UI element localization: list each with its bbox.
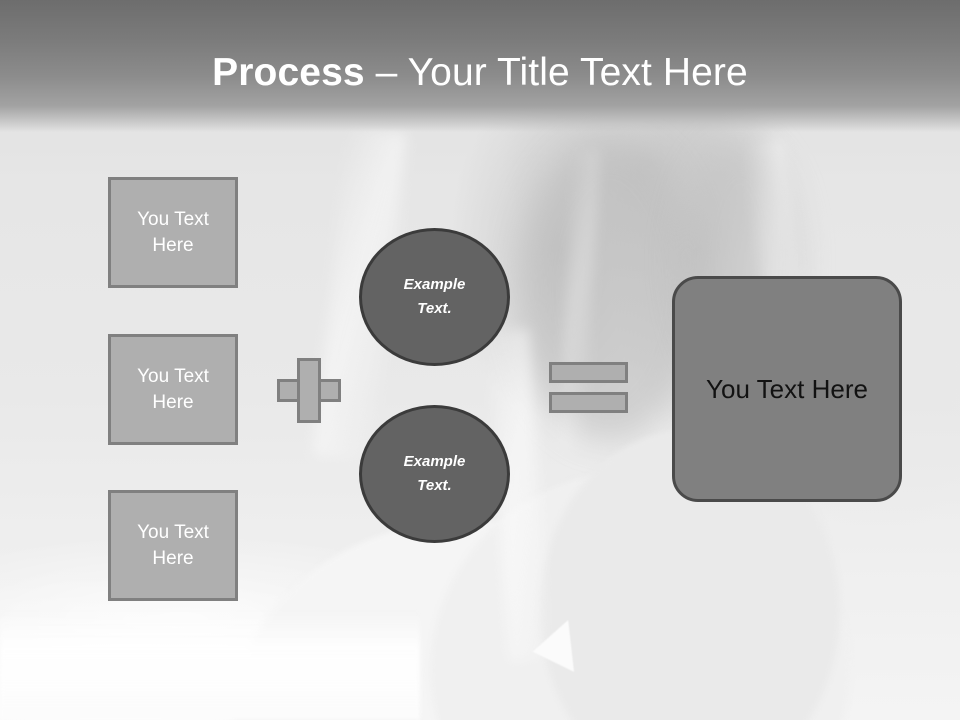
page-title: Process – Your Title Text Here [0, 50, 960, 96]
equals-icon-bottom-bar [549, 392, 628, 413]
plus-icon-center-fill [300, 382, 318, 399]
equals-icon [549, 362, 628, 413]
page-title-remainder: Your Title Text Here [407, 51, 748, 94]
equals-icon-top-bar [549, 362, 628, 383]
page-title-separator: – [364, 51, 408, 94]
plus-icon [277, 358, 341, 423]
result-box[interactable]: You Text Here [672, 276, 902, 502]
title-banner [0, 0, 960, 132]
page-title-bold-part: Process [212, 51, 365, 94]
result-box-label: You Text Here [706, 374, 868, 404]
background-shadow-shape [520, 140, 700, 440]
background-floor-highlight [0, 612, 420, 720]
